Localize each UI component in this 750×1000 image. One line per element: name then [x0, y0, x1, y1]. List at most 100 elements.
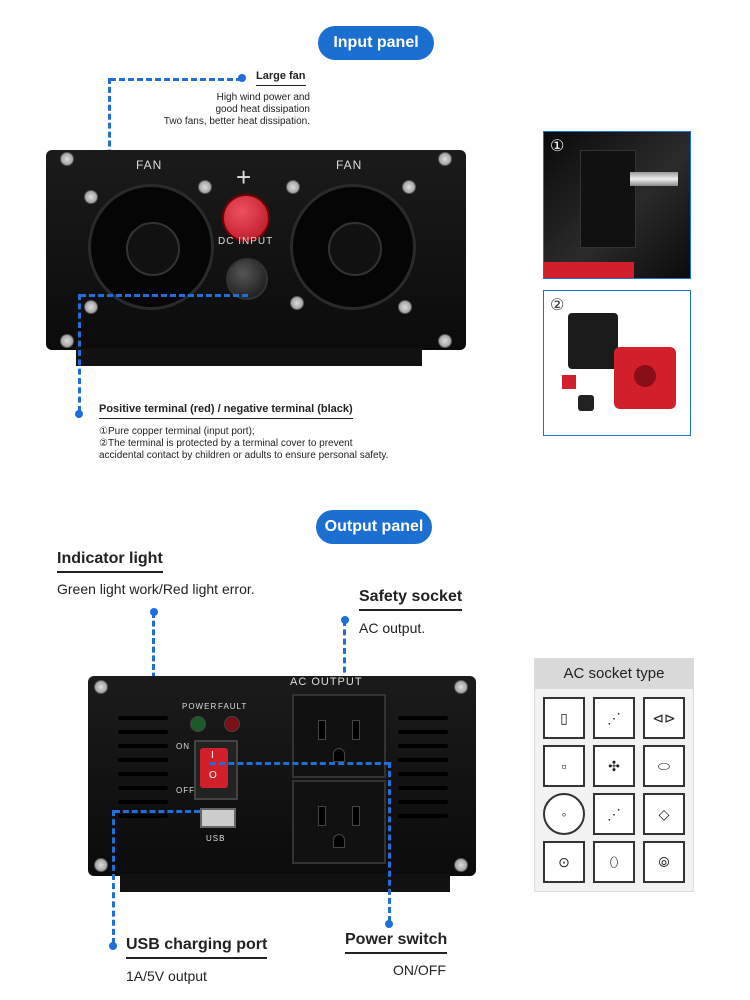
safety-socket-description: AC output.: [359, 620, 426, 636]
schuko-plug-icon: ⊙: [543, 841, 585, 883]
corner-screw: [454, 858, 468, 872]
large-fan-line-3: Two fans, better heat dissipation.: [163, 116, 310, 127]
fan-right-label: FAN: [336, 158, 363, 172]
large-fan-leader-dot: [238, 74, 246, 82]
terminal-leader-v: [78, 294, 81, 412]
screw: [402, 180, 416, 194]
safety-socket-leader-v: [343, 620, 346, 710]
power-switch[interactable]: I O: [194, 740, 238, 800]
multi-plug-icon: ✣: [593, 745, 635, 787]
large-fan-heading: Large fan: [256, 70, 306, 86]
usb-leader-v: [112, 810, 115, 944]
corner-screw: [94, 680, 108, 694]
schuko-2-plug-icon: ⬯: [593, 841, 635, 883]
corner-screw: [60, 334, 74, 348]
usb-heading: USB charging port: [126, 936, 268, 959]
black-terminal-cover: [568, 313, 618, 369]
fan-left-label: FAN: [136, 158, 163, 172]
red-terminal-cover: [614, 347, 676, 409]
terminal-description: ①Pure copper terminal (input port); ②The…: [99, 426, 459, 462]
usb-port[interactable]: [200, 808, 236, 828]
screw: [198, 180, 212, 194]
terminal-block: [580, 150, 636, 248]
power-label: POWER: [182, 702, 218, 711]
corner-screw: [438, 334, 452, 348]
switch-on-mark: I: [211, 750, 214, 761]
corner-screw: [94, 858, 108, 872]
power-switch-leader-dot: [385, 920, 393, 928]
large-fan-description: High wind power and good heat dissipatio…: [130, 92, 310, 128]
inverter-input-panel: FAN FAN + DC INPUT: [46, 150, 466, 350]
au-small-plug-icon: ⋰: [593, 793, 635, 835]
terminal-covers-photo: ②: [543, 290, 691, 436]
output-panel-title: Output panel: [316, 510, 432, 544]
sa-plug-icon: ⦾: [643, 841, 685, 883]
eu-round-plug-icon: ◦: [543, 793, 585, 835]
usb-description: 1A/5V output: [126, 968, 207, 984]
large-fan-leader-h: [110, 78, 242, 81]
power-switch-heading: Power switch: [345, 931, 448, 954]
photo-number-1: ①: [550, 138, 565, 155]
output-mounting-flange: [120, 874, 450, 892]
screw: [398, 300, 412, 314]
usb-label: USB: [206, 834, 226, 843]
red-cover-edge: [544, 262, 634, 278]
power-switch-description: ON/OFF: [393, 962, 446, 978]
terminal-closeup-photo: ①: [543, 131, 691, 279]
terminal-leader-h: [80, 294, 248, 297]
ac-socket-lower[interactable]: [292, 780, 386, 864]
fault-led: [224, 716, 240, 732]
plus-label: +: [236, 162, 253, 192]
black-nut: [578, 395, 594, 411]
usb-leader-h: [114, 810, 200, 813]
right-fan: [290, 184, 416, 310]
inverter-output-panel: AC OUTPUT POWER FAULT ON OFF I O USB: [88, 676, 476, 876]
ac-socket-upper[interactable]: [292, 694, 386, 778]
screw: [290, 296, 304, 310]
red-nut: [562, 375, 576, 389]
power-switch-leader-v: [388, 762, 391, 922]
ac-socket-type-panel: AC socket type ▯ ⋰ ⊲⊳ ▫ ✣ ⬭ ◦ ⋰ ◇ ⊙ ⬯ ⦾: [534, 658, 694, 892]
ac-output-label: AC OUTPUT: [290, 676, 363, 688]
indicator-leader-v: [152, 612, 155, 722]
corner-screw: [454, 680, 468, 694]
screw: [286, 180, 300, 194]
uk-plug-icon: ▫: [543, 745, 585, 787]
terminal-heading: Positive terminal (red) / negative termi…: [99, 403, 353, 419]
terminal-line-3: accidental contact by children or adults…: [99, 450, 389, 461]
input-panel-title: Input panel: [318, 26, 434, 60]
dc-input-label: DC INPUT: [218, 236, 274, 247]
corner-screw: [60, 152, 74, 166]
terminal-line-2: ②The terminal is protected by a terminal…: [99, 438, 353, 449]
screw: [84, 190, 98, 204]
negative-terminal: [226, 258, 268, 300]
photo-number-2: ②: [550, 297, 565, 314]
ac-socket-type-title: AC socket type: [535, 659, 693, 689]
power-switch-leader-h: [210, 762, 390, 765]
left-fan: [88, 184, 214, 310]
mounting-flange: [76, 348, 422, 366]
universal-plug-icon: ⊲⊳: [643, 697, 685, 739]
power-led: [190, 716, 206, 732]
us-plug-icon: ▯: [543, 697, 585, 739]
large-fan-line-1: High wind power and: [216, 92, 310, 103]
large-fan-line-2: good heat dissipation: [215, 104, 310, 115]
copper-bolt: [630, 172, 678, 186]
indicator-heading: Indicator light: [57, 550, 163, 573]
large-fan-leader-v: [108, 78, 111, 218]
terminal-line-1: ①Pure copper terminal (input port);: [99, 426, 255, 437]
off-label: OFF: [176, 786, 195, 795]
au-plug-icon: ⋰: [593, 697, 635, 739]
usb-leader-dot: [109, 942, 117, 950]
positive-terminal: [222, 194, 270, 242]
corner-screw: [438, 152, 452, 166]
switch-off-mark: O: [209, 770, 217, 781]
terminal-leader-dot: [75, 410, 83, 418]
safety-socket-heading: Safety socket: [359, 588, 463, 611]
on-label: ON: [176, 742, 190, 751]
swiss-plug-icon: ⬭: [643, 745, 685, 787]
it-plug-icon: ◇: [643, 793, 685, 835]
screw: [84, 300, 98, 314]
indicator-description: Green light work/Red light error.: [57, 581, 255, 597]
fault-label: FAULT: [218, 702, 248, 711]
